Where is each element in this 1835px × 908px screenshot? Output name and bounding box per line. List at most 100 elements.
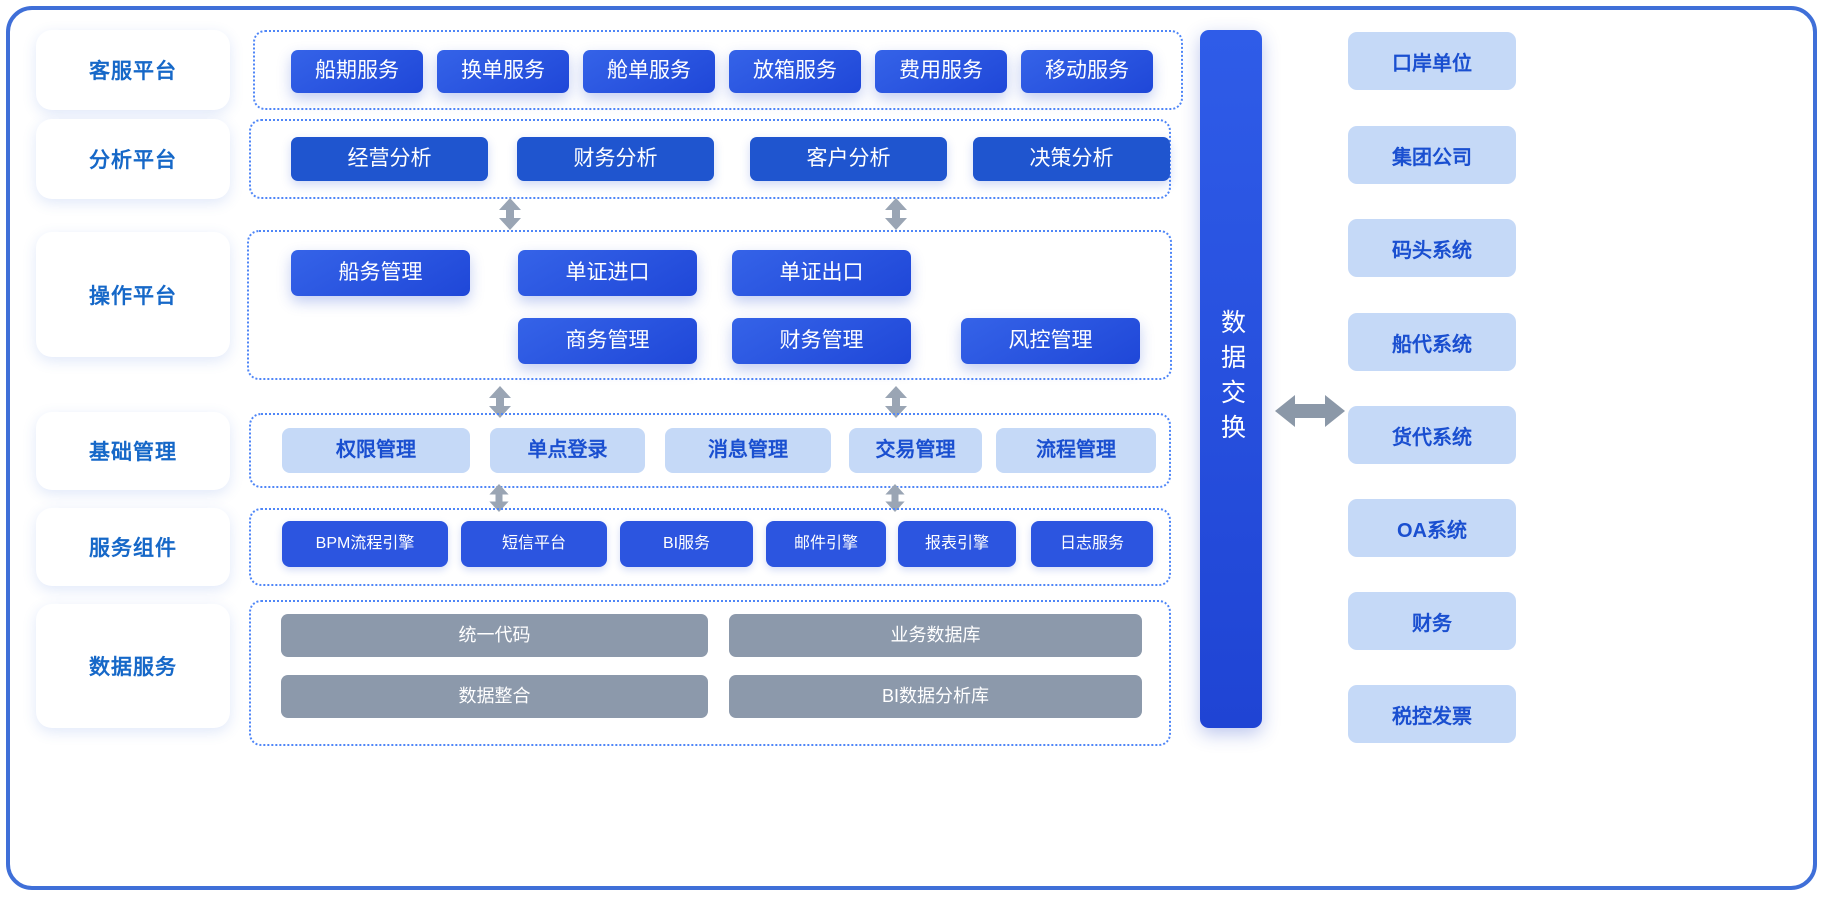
service-box-manifest[interactable]: 舱单服务 [583,50,715,93]
box-label: 单证进口 [565,260,650,284]
layer-label-operation[interactable]: 操作平台 [36,232,230,357]
group-data-services [249,600,1171,746]
analysis-box-operation[interactable]: 经营分析 [291,137,488,181]
operation-box-business-management[interactable]: 商务管理 [518,318,697,364]
box-label: 报表引擎 [924,534,989,552]
service-box-fee[interactable]: 费用服务 [875,50,1007,93]
component-box-log-service[interactable]: 日志服务 [1031,521,1153,567]
analysis-box-decision[interactable]: 决策分析 [973,137,1170,181]
layer-label-analysis[interactable]: 分析平台 [36,119,230,199]
data-box-data-integration[interactable]: 数据整合 [281,675,708,718]
group-service-components [249,508,1171,586]
double-arrow-vertical-icon [489,386,511,418]
layer-label-text: 客服平台 [89,60,177,83]
box-label: 风控管理 [1008,328,1093,352]
group-customer-service-platform [253,30,1183,110]
double-arrow-vertical-icon [885,484,905,512]
box-label: 船期服务 [315,59,399,83]
service-box-mobile[interactable]: 移动服务 [1021,50,1153,93]
box-label: 日志服务 [1059,534,1124,552]
box-label: OA系统 [1397,519,1467,542]
component-box-sms-platform[interactable]: 短信平台 [461,521,607,567]
box-label: 消息管理 [708,439,788,461]
basic-box-process-management[interactable]: 流程管理 [996,428,1156,473]
double-arrow-horizontal-icon [1275,395,1345,427]
operation-box-document-export[interactable]: 单证出口 [732,250,911,296]
double-arrow-vertical-icon [885,198,907,230]
service-box-shipping-schedule[interactable]: 船期服务 [291,50,423,93]
component-box-mail-engine[interactable]: 邮件引擎 [766,521,886,567]
component-box-bi-service[interactable]: BI服务 [620,521,753,567]
data-box-business-database[interactable]: 业务数据库 [729,614,1142,657]
basic-box-transaction-management[interactable]: 交易管理 [849,428,982,473]
operation-box-shipping-management[interactable]: 船务管理 [291,250,470,296]
layer-label-text: 分析平台 [89,149,177,172]
box-label: 业务数据库 [890,625,981,646]
data-box-bi-analysis-database[interactable]: BI数据分析库 [729,675,1142,718]
operation-box-risk-management[interactable]: 风控管理 [961,318,1140,364]
box-label: 费用服务 [899,59,983,83]
component-box-bpm-engine[interactable]: BPM流程引擎 [282,521,448,567]
operation-box-finance-management[interactable]: 财务管理 [732,318,911,364]
box-label: 交易管理 [875,439,956,461]
box-label: 财务管理 [779,328,864,352]
external-system-oa[interactable]: OA系统 [1348,499,1516,557]
basic-box-message-management[interactable]: 消息管理 [665,428,831,473]
box-label: 码头系统 [1392,239,1472,262]
box-label: 商务管理 [565,328,650,352]
box-label: 邮件引擎 [793,534,858,552]
data-exchange-bar[interactable]: 数据交换 [1200,30,1262,728]
group-basic-management [249,413,1171,488]
data-box-unified-code[interactable]: 统一代码 [281,614,708,657]
box-label: 单点登录 [527,439,608,461]
box-label: 口岸单位 [1392,52,1472,75]
box-label: 财务 [1412,612,1452,635]
box-label: 放箱服务 [753,59,837,83]
box-label: 流程管理 [1036,439,1116,461]
layer-label-customer-service[interactable]: 客服平台 [36,30,230,110]
external-system-freight-forwarder[interactable]: 货代系统 [1348,406,1516,464]
external-system-shipping-agent[interactable]: 船代系统 [1348,313,1516,371]
double-arrow-vertical-icon [885,386,907,418]
component-box-report-engine[interactable]: 报表引擎 [898,521,1016,567]
external-system-terminal[interactable]: 码头系统 [1348,219,1516,277]
box-label: 移动服务 [1045,59,1129,83]
box-label: BI服务 [662,534,711,552]
box-label: 船代系统 [1392,333,1472,356]
box-label: 权限管理 [336,439,416,461]
layer-label-text: 服务组件 [89,537,177,560]
layer-label-service-components[interactable]: 服务组件 [36,508,230,586]
box-label: 客户分析 [806,146,891,170]
box-label: 短信平台 [501,534,566,552]
external-system-port-authority[interactable]: 口岸单位 [1348,32,1516,90]
external-system-group-company[interactable]: 集团公司 [1348,126,1516,184]
service-box-container-release[interactable]: 放箱服务 [729,50,861,93]
box-label: 数据整合 [458,686,531,707]
basic-box-single-sign-on[interactable]: 单点登录 [490,428,645,473]
layer-label-text: 基础管理 [89,441,177,464]
external-system-tax-invoice[interactable]: 税控发票 [1348,685,1516,743]
layer-label-data-service[interactable]: 数据服务 [36,604,230,728]
box-label: 换单服务 [461,59,545,83]
operation-box-document-import[interactable]: 单证进口 [518,250,697,296]
box-label: 统一代码 [458,625,531,646]
double-arrow-vertical-icon [489,484,509,512]
analysis-box-customer[interactable]: 客户分析 [750,137,947,181]
box-label: 单证出口 [779,260,864,284]
box-label: 集团公司 [1392,146,1472,169]
box-label: 税控发票 [1392,705,1472,728]
basic-box-permission-management[interactable]: 权限管理 [282,428,470,473]
layer-label-basic-management[interactable]: 基础管理 [36,412,230,490]
box-label: 财务分析 [573,146,658,170]
box-label: 决策分析 [1029,146,1114,170]
box-label: BI数据分析库 [881,686,989,707]
analysis-box-finance[interactable]: 财务分析 [517,137,714,181]
service-box-exchange-order[interactable]: 换单服务 [437,50,569,93]
data-exchange-label: 数据交换 [1217,309,1246,449]
group-operation-platform [247,230,1172,380]
box-label: 船务管理 [338,260,423,284]
layer-label-text: 操作平台 [89,284,177,308]
group-analysis-platform [249,119,1171,199]
external-system-finance[interactable]: 财务 [1348,592,1516,650]
